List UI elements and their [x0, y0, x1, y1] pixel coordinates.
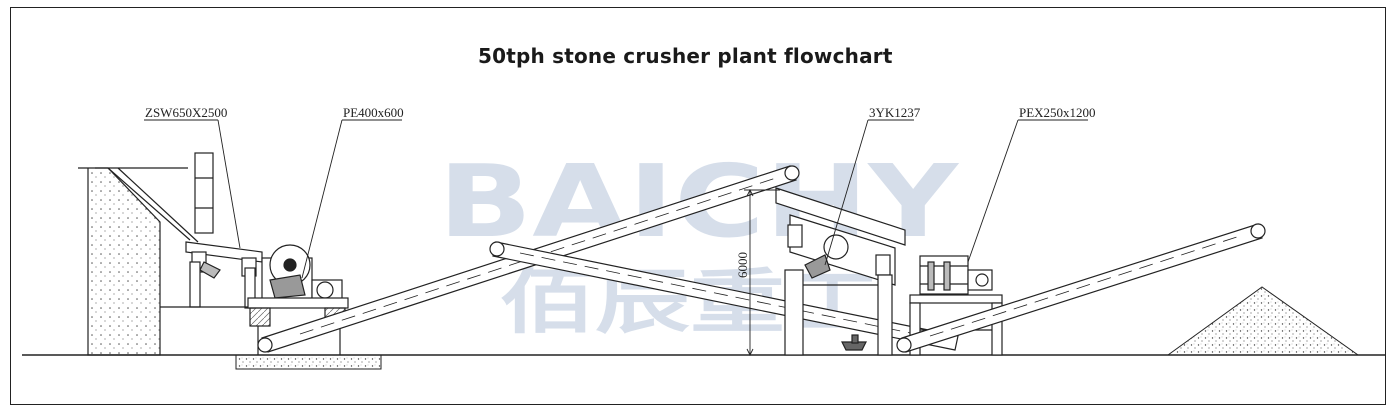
leader-lines — [144, 119, 1088, 279]
height-dimension — [744, 188, 780, 357]
jaw-crusher — [247, 244, 349, 355]
feed-hopper — [78, 152, 214, 356]
diagram-frame — [10, 7, 1386, 405]
feeder-label: ZSW650X2500 — [145, 105, 227, 120]
fine-jaw-crusher-label: PEX250x1200 — [1019, 105, 1096, 120]
vibrating-screen — [775, 187, 906, 356]
diagram-title: 50tph stone crusher plant flowchart — [478, 44, 893, 68]
height-dimension-label: 6000 — [735, 252, 750, 278]
stockpile — [1166, 286, 1360, 356]
jaw-crusher-label: PE400x600 — [343, 105, 404, 120]
vibrating-feeder — [160, 241, 263, 309]
foundation-pit — [235, 354, 382, 370]
conveyor-product — [896, 223, 1266, 353]
screen-label: 3YK1237 — [869, 105, 921, 120]
conveyor-return — [489, 241, 959, 351]
